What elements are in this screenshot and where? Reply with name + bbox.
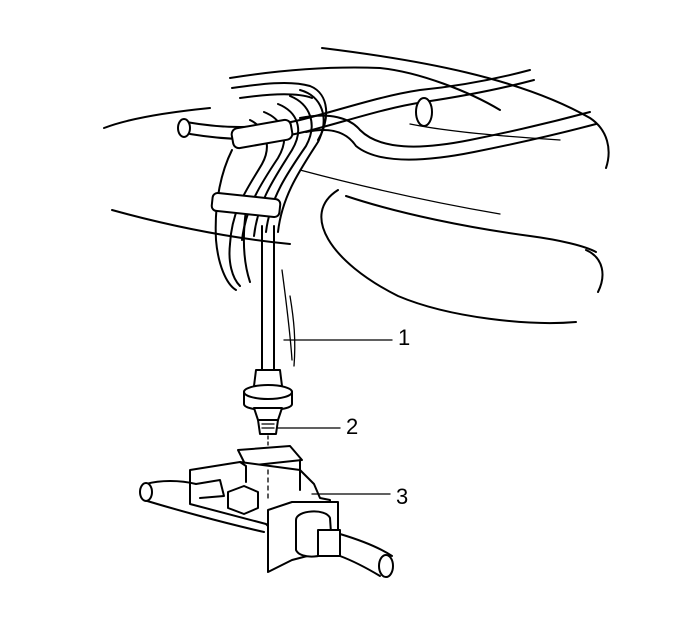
callout-label-3: 3 [396,484,409,509]
callout-label-1: 1 [398,325,411,350]
callout-label-2: 2 [346,414,359,439]
bundle-clip-top [230,118,294,150]
cable-bundle [210,89,325,291]
bundle-clip-lower [210,191,282,219]
line-end-cap [177,118,191,138]
line-clip [415,97,433,127]
floor-panel [103,47,610,324]
cable-1 [260,225,393,371]
cable-fitting [243,369,341,451]
lower-shaft [139,480,394,578]
